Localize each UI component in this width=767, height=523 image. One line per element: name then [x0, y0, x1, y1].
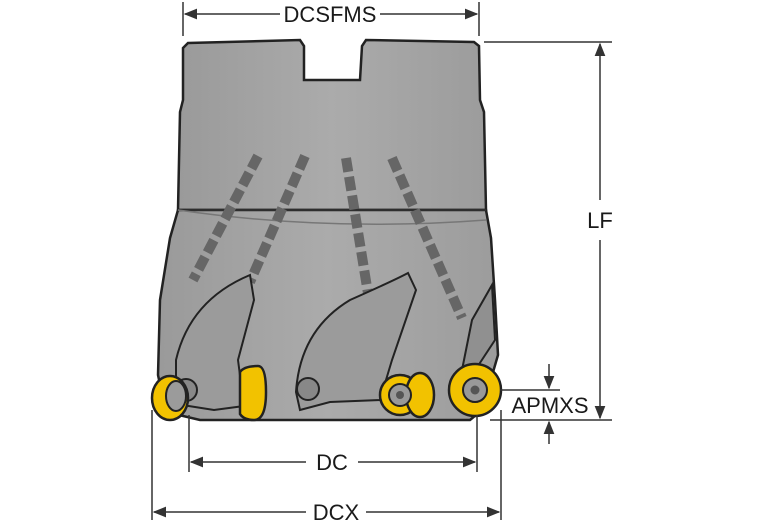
label-dc: DC — [316, 450, 348, 475]
chip-pocket-center — [294, 271, 418, 412]
cutter-body — [156, 38, 500, 422]
insert-seat — [165, 380, 187, 412]
coolant-channel — [245, 153, 310, 285]
dimension-lines — [151, 2, 612, 520]
body-shadow-line — [177, 209, 487, 225]
coolant-channels — [188, 153, 467, 321]
label-apmxs: APMXS — [511, 393, 588, 418]
cutter-shank — [176, 38, 488, 212]
coolant-channel — [387, 155, 467, 321]
screw-hole — [296, 377, 320, 401]
torx-icon — [470, 385, 480, 395]
coolant-channel — [188, 153, 263, 283]
torx-icon — [396, 391, 404, 399]
cutter-head — [156, 208, 500, 422]
label-lf: LF — [587, 208, 613, 233]
dimension-labels: DCSFMS LF APMXS DC DCX — [284, 2, 613, 523]
round-insert — [238, 364, 268, 422]
label-dcx: DCX — [313, 500, 360, 523]
label-dcsfms: DCSFMS — [284, 2, 377, 27]
inserts — [150, 362, 503, 422]
